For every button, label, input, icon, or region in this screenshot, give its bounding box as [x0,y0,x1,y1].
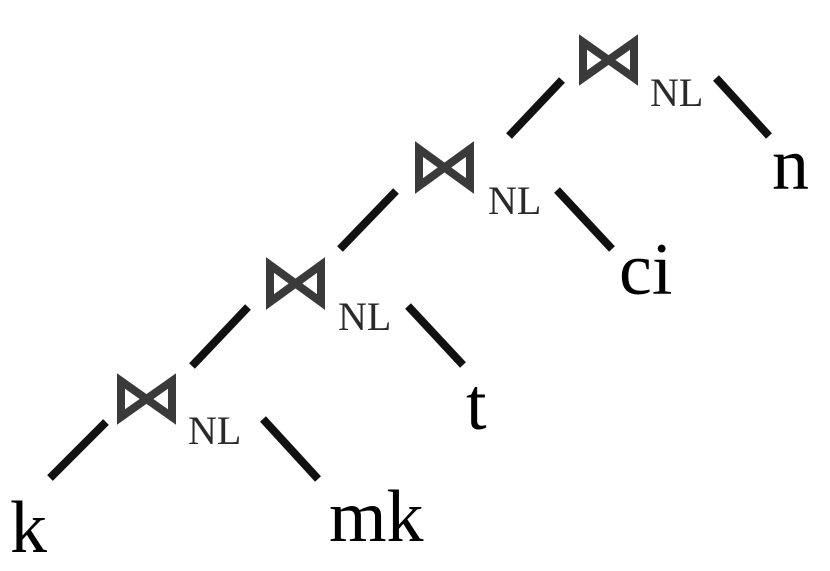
join-algorithm-label: NL [488,178,541,223]
tree-edges [47,75,772,482]
bowtie-icon [415,141,474,194]
edge-join3-to-t [405,303,466,368]
leaf-relation-ci: ci [619,229,672,311]
leaf-relation-n: n [772,124,809,206]
join-node-3: NL [266,257,391,339]
bowtie-icon [266,257,325,310]
leaf-relation-mk: mk [329,476,424,558]
edge-join1-to-join2 [506,77,565,139]
leaf-relation-t: t [466,364,487,446]
edge-join4-to-k [47,419,109,481]
join-algorithm-label: NL [188,408,241,453]
join-node-2: NL [415,141,541,223]
edge-join4-to-mk [260,416,321,482]
bowtie-icon [117,373,176,425]
edge-join1-to-n [713,75,772,139]
join-algorithm-label: NL [650,70,703,115]
edge-join2-to-ci [554,187,615,252]
join-node-1: NL [579,34,703,115]
join-node-4: NL [117,373,241,453]
leaf-relation-k: k [10,487,47,569]
bowtie-icon [579,34,638,86]
edge-join2-to-join3 [337,188,399,252]
join-algorithm-label: NL [338,294,391,339]
edge-join3-to-join4 [189,304,251,369]
